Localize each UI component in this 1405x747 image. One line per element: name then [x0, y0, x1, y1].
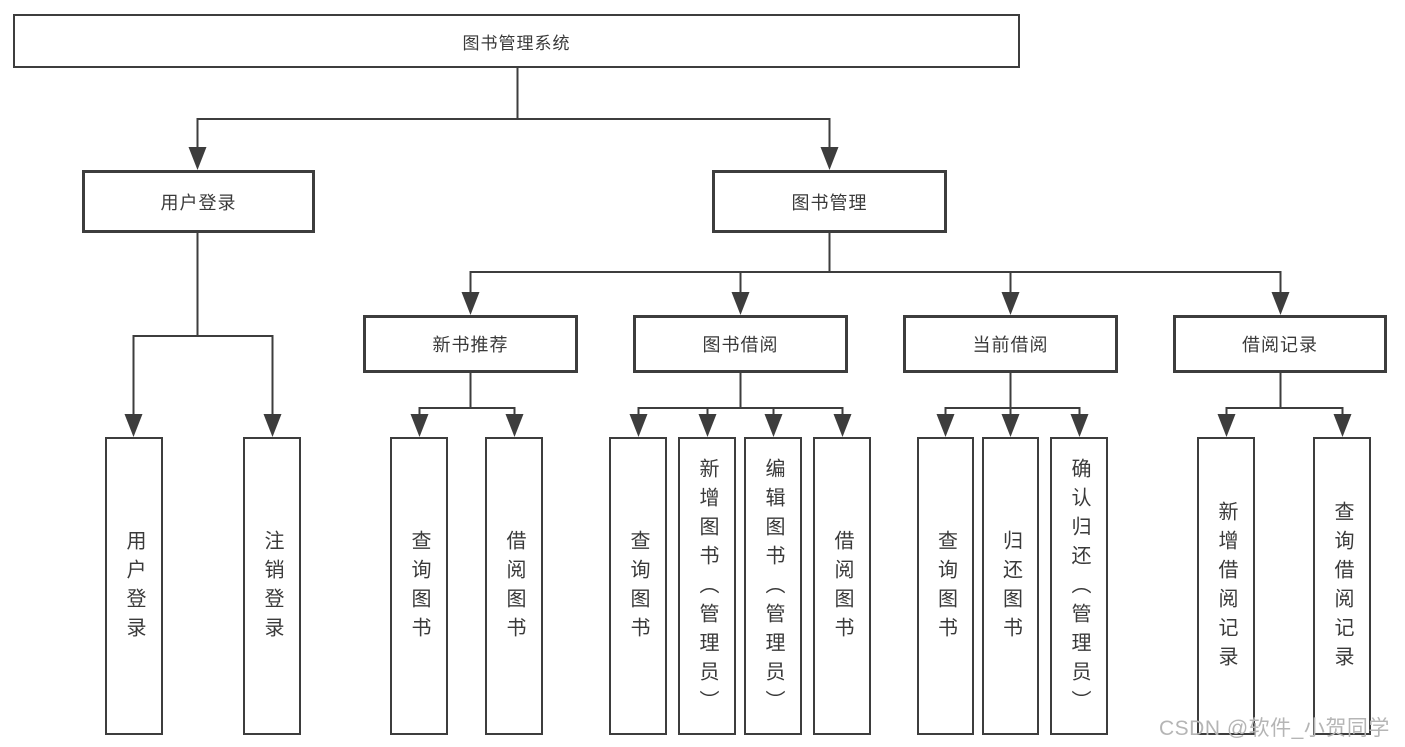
arrow-to-user-login [188, 147, 207, 170]
arrow-cb-leaf-3 [1070, 414, 1089, 437]
node-new-book-recommend: 新书推荐 [363, 315, 578, 373]
arrow-br-leaf-2 [1333, 414, 1352, 437]
leaf-user-login: 用户登录 [105, 437, 163, 735]
arrow-nb-leaf-2 [505, 414, 524, 437]
node-current-borrow: 当前借阅 [903, 315, 1118, 373]
arrow-nb-leaf-1 [410, 414, 429, 437]
arrow-bb-leaf-3 [764, 414, 783, 437]
arrow-to-current-borrow [1001, 292, 1020, 315]
leaf-cb-return-books: 归还图书 [982, 437, 1039, 735]
node-book-management: 图书管理 [712, 170, 947, 233]
node-book-borrow: 图书借阅 [633, 315, 848, 373]
node-root-system: 图书管理系统 [13, 14, 1020, 68]
wire-user-login-to-leaves [132, 233, 274, 417]
arrow-bb-leaf-4 [833, 414, 852, 437]
wire-borrow-record-to-leaves [1225, 373, 1344, 418]
arrow-bb-leaf-2 [698, 414, 717, 437]
node-user-login: 用户登录 [82, 170, 315, 233]
leaf-bb-edit-books-admin: 编辑图书（管理员） [744, 437, 802, 735]
wire-new-book-to-leaves [418, 373, 516, 418]
arrow-bb-leaf-1 [629, 414, 648, 437]
arrow-to-book-borrow [731, 292, 750, 315]
leaf-br-query-record: 查询借阅记录 [1313, 437, 1371, 735]
watermark: CSDN @软件_小贺同学 [1159, 717, 1390, 740]
arrow-br-leaf-1 [1217, 414, 1236, 437]
leaf-logout: 注销登录 [243, 437, 301, 735]
wire-root-to-level2 [196, 68, 831, 150]
node-borrow-record: 借阅记录 [1173, 315, 1387, 373]
arrow-to-leaf-login [124, 414, 143, 437]
leaf-nb-borrow-books: 借阅图书 [485, 437, 543, 735]
arrow-to-borrow-record [1271, 292, 1290, 315]
wire-book-borrow-to-leaves [637, 373, 844, 418]
wire-current-borrow-to-leaves [944, 373, 1081, 418]
leaf-cb-confirm-return-admin: 确认归还（管理员） [1050, 437, 1108, 735]
leaf-nb-query-books: 查询图书 [390, 437, 448, 735]
leaf-bb-borrow-books: 借阅图书 [813, 437, 871, 735]
arrow-to-book-mgmt [820, 147, 839, 170]
arrow-cb-leaf-1 [936, 414, 955, 437]
arrow-to-new-book [461, 292, 480, 315]
leaf-cb-query-books: 查询图书 [917, 437, 974, 735]
leaf-bb-add-books-admin: 新增图书（管理员） [678, 437, 736, 735]
wire-book-mgmt-to-level3 [469, 233, 1282, 294]
arrow-to-leaf-logout [263, 414, 282, 437]
leaf-bb-query-books: 查询图书 [609, 437, 667, 735]
leaf-br-add-record: 新增借阅记录 [1197, 437, 1255, 735]
arrow-cb-leaf-2 [1001, 414, 1020, 437]
